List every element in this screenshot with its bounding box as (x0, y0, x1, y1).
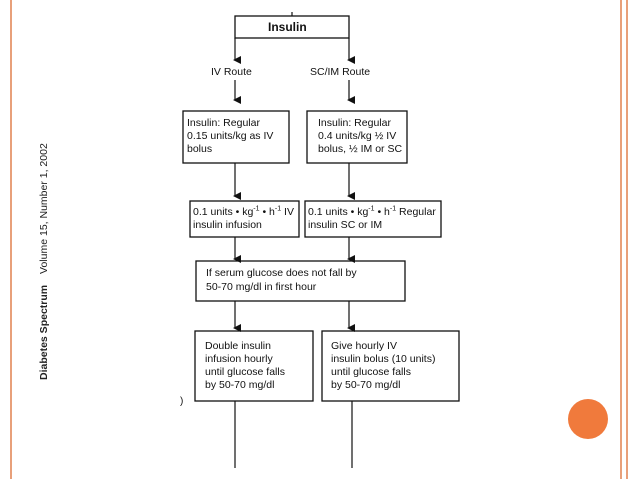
glucose-check-box (195, 260, 406, 302)
check-line-1: If serum glucose does not fall by (206, 267, 357, 279)
iv-infusion-text-a: 0.1 units • kg (193, 206, 254, 218)
iv-infusion-text-c: IV (281, 206, 294, 218)
scim-maint-sup-1: -1 (368, 205, 375, 213)
scim-bolus-line-1: Insulin: Regular (318, 117, 391, 129)
scim-route-label: SC/IM Route (310, 66, 371, 78)
iv-infusion-line-1: 0.1 units • kg-1 • h-1 IV (193, 206, 294, 219)
scim-bolus-box (306, 110, 408, 164)
check-line-2: 50-70 mg/dl in first hour (206, 281, 317, 293)
insulin-label: Insulin (268, 20, 307, 34)
hourly-line-3: until glucose falls (331, 366, 411, 378)
iv-bolus-line-1: Insulin: Regular (187, 117, 260, 129)
iv-infusion-line-2: insulin infusion (193, 219, 262, 231)
stray-mark: ) (180, 396, 184, 407)
scim-bolus-line-2: 0.4 units/kg ½ IV (318, 130, 397, 142)
scim-maint-text-b: • h (374, 206, 390, 218)
iv-infusion-box (189, 200, 300, 238)
right-border-line-outer (626, 0, 628, 479)
right-border-line-inner (620, 0, 622, 479)
scim-maint-sup-2: -1 (389, 205, 397, 213)
left-border-line (10, 0, 12, 479)
double-infusion-box (194, 330, 314, 402)
scim-maint-text-a: 0.1 units • kg (308, 206, 369, 218)
scim-maint-line-1: 0.1 units • kg-1 • h-1 Regular (308, 206, 436, 219)
scim-maint-line-2: insulin SC or IM (308, 219, 383, 231)
scim-maint-text-c: Regular (396, 206, 436, 218)
hourly-line-1: Give hourly IV (331, 340, 397, 352)
iv-bolus-line-2: 0.15 units/kg as IV (187, 130, 274, 142)
iv-bolus-box (182, 110, 290, 164)
double-line-3: until glucose falls (205, 366, 285, 378)
double-line-4: by 50-70 mg/dl (205, 379, 275, 391)
iv-route-label: IV Route (211, 66, 252, 78)
hourly-bolus-box (321, 330, 460, 402)
iv-infusion-text-b: • h (259, 206, 275, 218)
double-line-1: Double insulin (205, 340, 271, 352)
scim-bolus-line-3: bolus, ½ IM or SC (318, 143, 403, 155)
hourly-line-2: insulin bolus (10 units) (331, 353, 436, 365)
scim-maint-box (304, 200, 442, 238)
iv-bolus-line-3: bolus (187, 143, 213, 155)
iv-infusion-sup-2: -1 (274, 205, 282, 213)
accent-circle (568, 399, 608, 439)
hourly-line-4: by 50-70 mg/dl (331, 379, 401, 391)
double-line-2: infusion hourly (205, 353, 273, 365)
iv-infusion-sup-1: -1 (253, 205, 260, 213)
